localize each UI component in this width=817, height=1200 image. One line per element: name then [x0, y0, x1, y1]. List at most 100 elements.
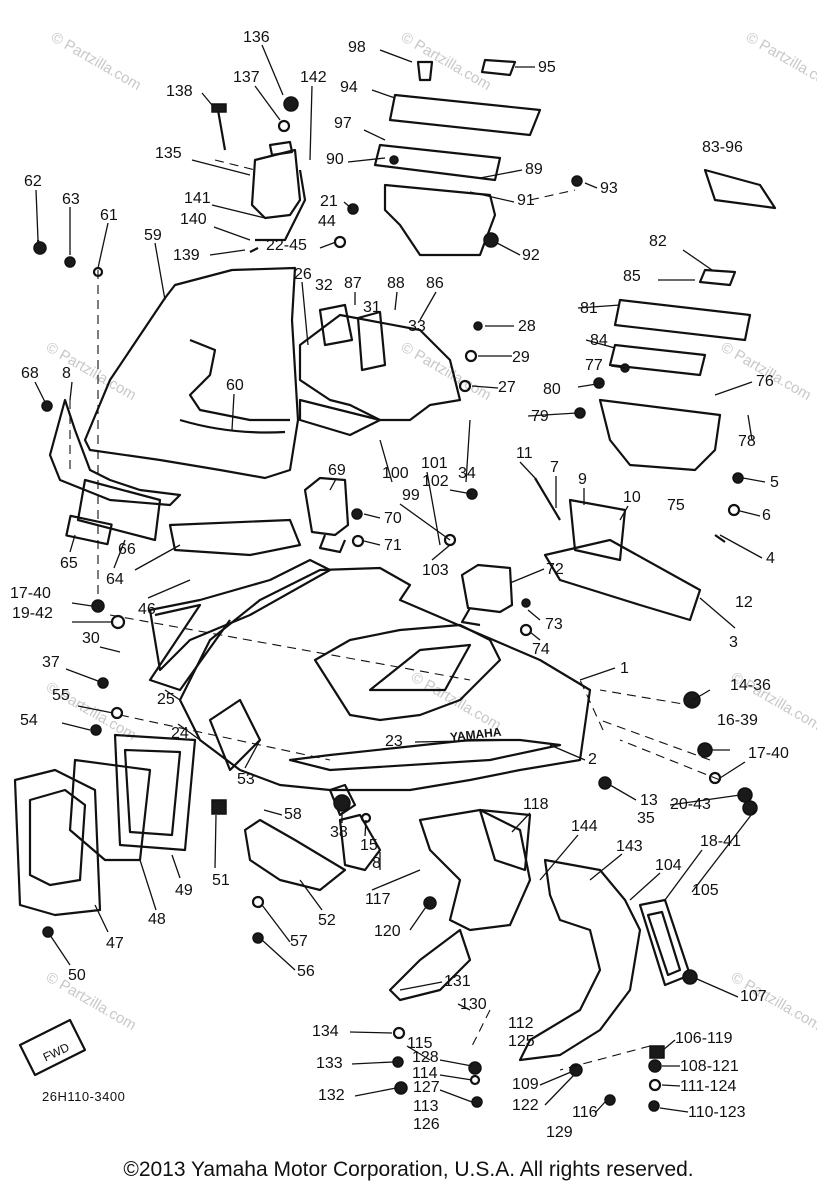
reservoir-tank [250, 140, 307, 242]
callout-label: 120 [374, 923, 401, 940]
callout-label: 37 [42, 654, 60, 671]
callout-label: 137 [233, 69, 260, 86]
watermark: © Partzilla.com [718, 339, 814, 404]
callout-label: 59 [144, 227, 162, 244]
mirror-right [460, 563, 514, 627]
callout-label: 23 [385, 733, 403, 750]
callout-label: 53 [237, 771, 255, 788]
callout-label: 104 [655, 857, 682, 874]
callout-label: 117 [365, 891, 391, 908]
callout-label: 63 [62, 191, 80, 208]
callout-label: 132 [318, 1087, 345, 1104]
callout-label: 90 [326, 151, 344, 168]
callout-label: 47 [106, 935, 124, 952]
callout-label: 131 [444, 973, 471, 990]
inner-panel-left [148, 603, 231, 692]
callout-label: 12 [735, 594, 753, 611]
callout-label: 64 [106, 571, 124, 588]
callout-label: 8 [62, 365, 71, 382]
callout-label: 55 [52, 687, 70, 704]
callout-label: 113 [413, 1098, 439, 1115]
callout-label: 30 [82, 630, 100, 647]
callout-label: 112 [508, 1015, 534, 1032]
lower-cowling [388, 808, 642, 1062]
callout-label: 76 [756, 373, 774, 390]
callout-label: 88 [387, 275, 405, 292]
watermark: © Partzilla.com [398, 339, 494, 404]
callout-labels: 136 98 95 137 142 94 138 97 83-96 135 90… [10, 29, 789, 1141]
callout-label: 78 [738, 433, 756, 450]
callout-label: 4 [766, 550, 775, 567]
callout-label: 3 [729, 634, 738, 651]
callout-label: 74 [532, 641, 550, 658]
callout-label: 25 [157, 691, 175, 708]
callout-label: 48 [148, 911, 166, 928]
callout-label: 28 [518, 318, 536, 335]
callout-label: 69 [328, 462, 346, 479]
callout-label: 68 [21, 365, 39, 382]
callout-label: 60 [226, 377, 244, 394]
callout-label: 127 [413, 1079, 440, 1096]
callout-label: 116 [572, 1104, 598, 1121]
callout-label: 6 [762, 507, 771, 524]
callout-label: 101 [421, 455, 448, 472]
leader-line-layer [34, 44, 766, 1114]
callout-label: 95 [538, 59, 556, 76]
callout-label: 122 [512, 1097, 539, 1114]
callout-label: 56 [297, 963, 315, 980]
callout-label: 126 [413, 1116, 440, 1133]
callout-label: 61 [100, 207, 118, 224]
fwd-arrow: FWD [18, 1018, 87, 1077]
upper-cowling-front [148, 518, 332, 672]
callout-label: 111-124 [680, 1078, 736, 1095]
callout-label: 139 [173, 247, 200, 264]
callout-label: 2 [588, 751, 597, 768]
callout-label: 99 [402, 487, 420, 504]
fasteners [33, 60, 758, 1112]
callout-label: 100 [382, 465, 409, 482]
callout-label: 49 [175, 882, 193, 899]
callout-label: 72 [546, 561, 564, 578]
callout-label: 141 [184, 190, 211, 207]
callout-label: 134 [312, 1023, 339, 1040]
callout-label: 9 [578, 471, 587, 488]
callout-label: 18-41 [700, 833, 741, 850]
callout-label: 57 [290, 933, 308, 950]
watermark: © Partzilla.com [43, 339, 139, 404]
callout-label: 75 [667, 497, 685, 514]
callout-label: 10 [623, 489, 641, 506]
callout-label: 51 [212, 872, 230, 889]
callout-label: 107 [740, 988, 767, 1005]
callout-label: 11 [516, 445, 533, 462]
callout-label: 130 [460, 996, 487, 1013]
side-cover-bracket [543, 498, 702, 622]
callout-label: 109 [512, 1076, 539, 1093]
callout-label: 73 [545, 616, 563, 633]
copyright-footer: ©2013 Yamaha Motor Corporation, U.S.A. A… [123, 1158, 694, 1181]
callout-label: 125 [508, 1033, 535, 1050]
callout-label: 33 [408, 318, 426, 335]
callout-label: 35 [637, 810, 655, 827]
callout-label: 93 [600, 180, 618, 197]
fwd-text: FWD [41, 1040, 72, 1064]
leader-dash-layer [69, 159, 721, 1071]
callout-label: 52 [318, 912, 336, 929]
callout-label: 144 [571, 818, 598, 835]
side-molding [638, 898, 692, 987]
watermark: © Partzilla.com [743, 29, 817, 94]
callout-label: 115 [407, 1035, 433, 1052]
callout-label: 129 [546, 1124, 573, 1141]
callout-label: 86 [426, 275, 444, 292]
callout-label: 22-45 [266, 237, 307, 254]
callout-label: 14-36 [730, 677, 771, 694]
callout-label: 24 [171, 725, 189, 742]
callout-label: 15 [360, 837, 378, 854]
visor-and-emblem [65, 478, 162, 546]
mirror-left [303, 476, 350, 554]
callout-label: 70 [384, 510, 402, 527]
callout-label: 92 [522, 247, 540, 264]
callout-label: 97 [334, 115, 352, 132]
callout-label: 29 [512, 349, 530, 366]
yamaha-decal: YAMAHA [449, 725, 502, 744]
